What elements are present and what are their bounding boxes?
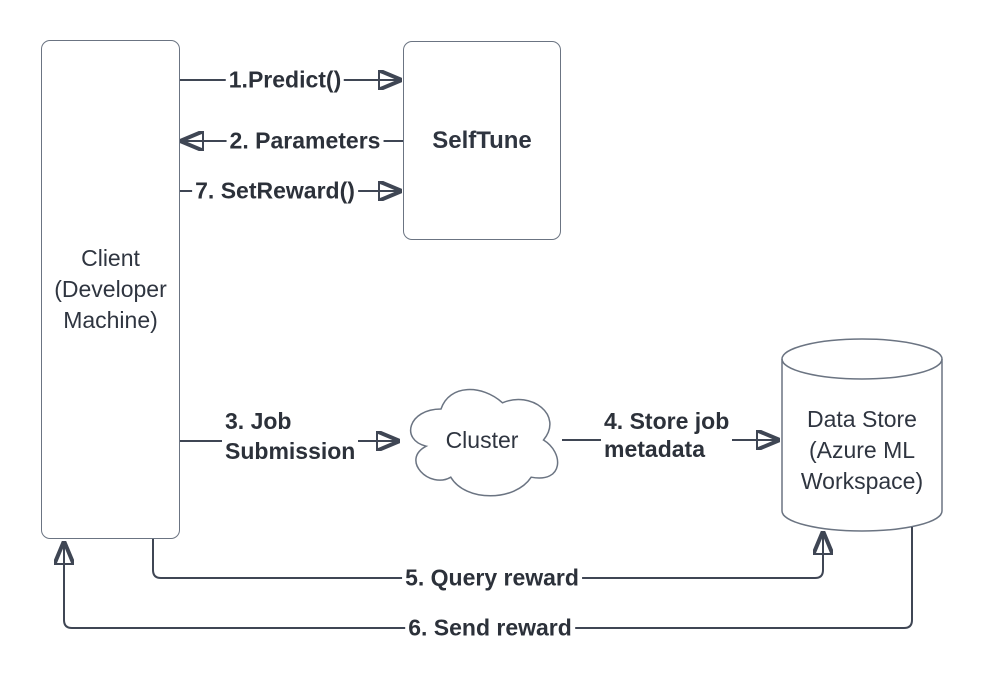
node-cluster-label: Cluster	[400, 378, 564, 502]
edge-label-parameters: 2. Parameters	[226, 127, 384, 155]
node-datastore-label: Data Store (Azure ML Workspace)	[781, 404, 943, 497]
edge-label-query-reward: 5. Query reward	[402, 564, 582, 592]
node-client-label: Client (Developer Machine)	[54, 245, 167, 333]
node-client: Client (Developer Machine)	[41, 40, 180, 539]
edge-label-predict: 1.Predict()	[225, 66, 345, 94]
cloud-shape	[409, 388, 559, 497]
cylinder-top-arc	[781, 358, 943, 380]
edge-label-setreward: 7. SetReward()	[192, 177, 358, 205]
node-cluster-text: Cluster	[445, 426, 519, 453]
edge-label-send-reward: 6. Send reward	[405, 614, 575, 642]
edge-label-store-line1: 4. Store job	[604, 408, 730, 434]
edge-label-job-line2: Submission	[225, 438, 356, 464]
node-selftune: SelfTune	[403, 41, 561, 240]
node-datastore-text: Data Store (Azure ML Workspace)	[800, 406, 924, 494]
edge-label-store-line2: metadata	[604, 436, 705, 462]
edge-label-job-line1: 3. Job	[225, 408, 292, 434]
node-selftune-label: SelfTune	[432, 127, 532, 154]
node-cluster	[409, 388, 559, 497]
